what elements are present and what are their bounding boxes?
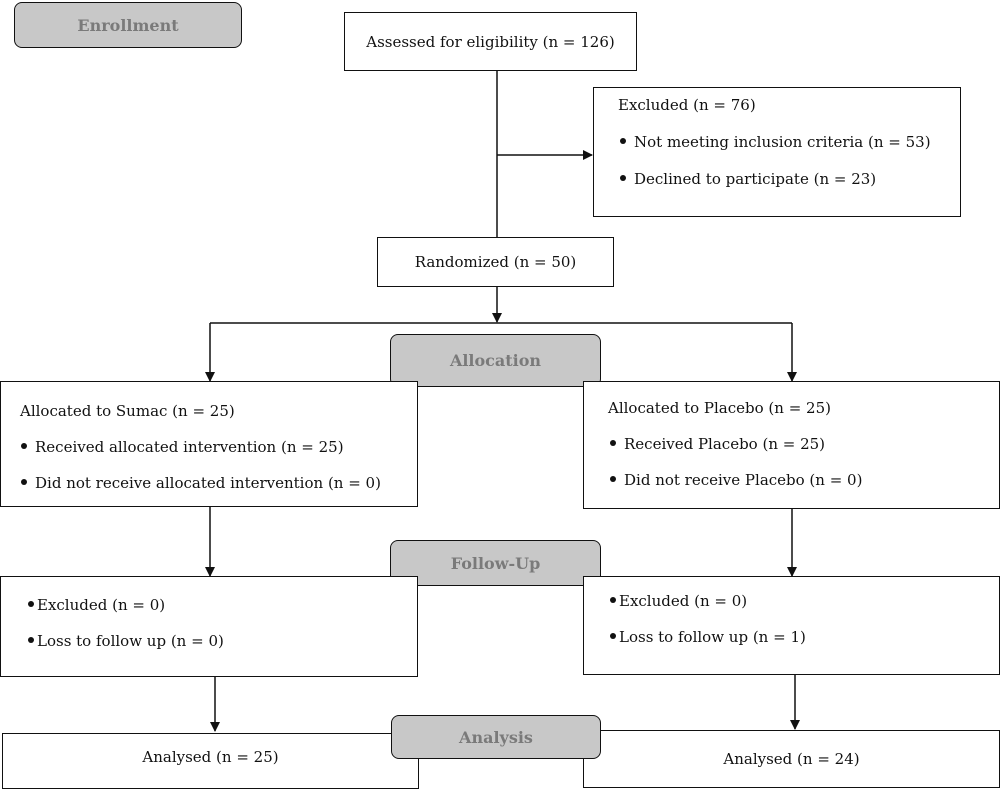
excluded-item: Not meeting inclusion criteria (n = 53) [620,133,931,151]
sumac-analysed-text: Analysed (n = 25) [142,748,279,766]
sumac-followup-item: Loss to follow up (n = 0) [28,632,224,650]
excluded-title: Excluded (n = 76) [618,96,756,114]
bullet-icon [610,597,616,603]
stage-enrollment-label: Enrollment [77,15,179,35]
placebo-followup-item: Excluded (n = 0) [610,592,747,610]
randomized-text: Randomized (n = 50) [414,253,577,271]
assessed-box: Assessed for eligibility (n = 126) [344,12,637,71]
sumac-analysed-box: Analysed (n = 25) [2,733,419,789]
sumac-allocation-box: Allocated to Sumac (n = 25) Received all… [0,381,418,507]
bullet-icon [610,440,616,446]
excluded-item: Declined to participate (n = 23) [620,170,876,188]
sumac-allocation-title: Allocated to Sumac (n = 25) [20,402,235,420]
bullet-icon [620,175,626,181]
placebo-analysed-text: Analysed (n = 24) [723,750,860,768]
placebo-allocation-title: Allocated to Placebo (n = 25) [608,399,831,417]
bullet-icon [620,138,626,144]
bullet-icon [21,479,27,485]
assessed-text: Assessed for eligibility (n = 126) [366,32,615,51]
stage-allocation: Allocation [390,334,601,387]
sumac-allocation-item: Did not receive allocated intervention (… [21,474,381,492]
placebo-followup-box: Excluded (n = 0) Loss to follow up (n = … [583,576,1000,675]
stage-analysis-label: Analysis [459,727,533,747]
stage-follow-up-label: Follow-Up [450,553,541,573]
sumac-allocation-item: Received allocated intervention (n = 25) [21,438,344,456]
placebo-allocation-box: Allocated to Placebo (n = 25) Received P… [583,381,1000,509]
placebo-allocation-item: Received Placebo (n = 25) [610,435,825,453]
bullet-icon [21,443,27,449]
sumac-followup-box: Excluded (n = 0) Loss to follow up (n = … [0,576,418,677]
bullet-icon [610,633,616,639]
randomized-box: Randomized (n = 50) [377,237,614,287]
stage-allocation-label: Allocation [449,351,542,370]
excluded-box: Excluded (n = 76) Not meeting inclusion … [593,87,961,217]
placebo-allocation-item: Did not receive Placebo (n = 0) [610,471,862,489]
sumac-followup-item: Excluded (n = 0) [28,596,165,614]
placebo-followup-item: Loss to follow up (n = 1) [610,628,806,646]
placebo-analysed-box: Analysed (n = 24) [583,730,1000,788]
bullet-icon [28,601,34,607]
bullet-icon [610,476,616,482]
stage-follow-up: Follow-Up [390,540,601,586]
stage-analysis: Analysis [391,715,601,759]
bullet-icon [28,637,34,643]
stage-enrollment: Enrollment [14,2,242,48]
